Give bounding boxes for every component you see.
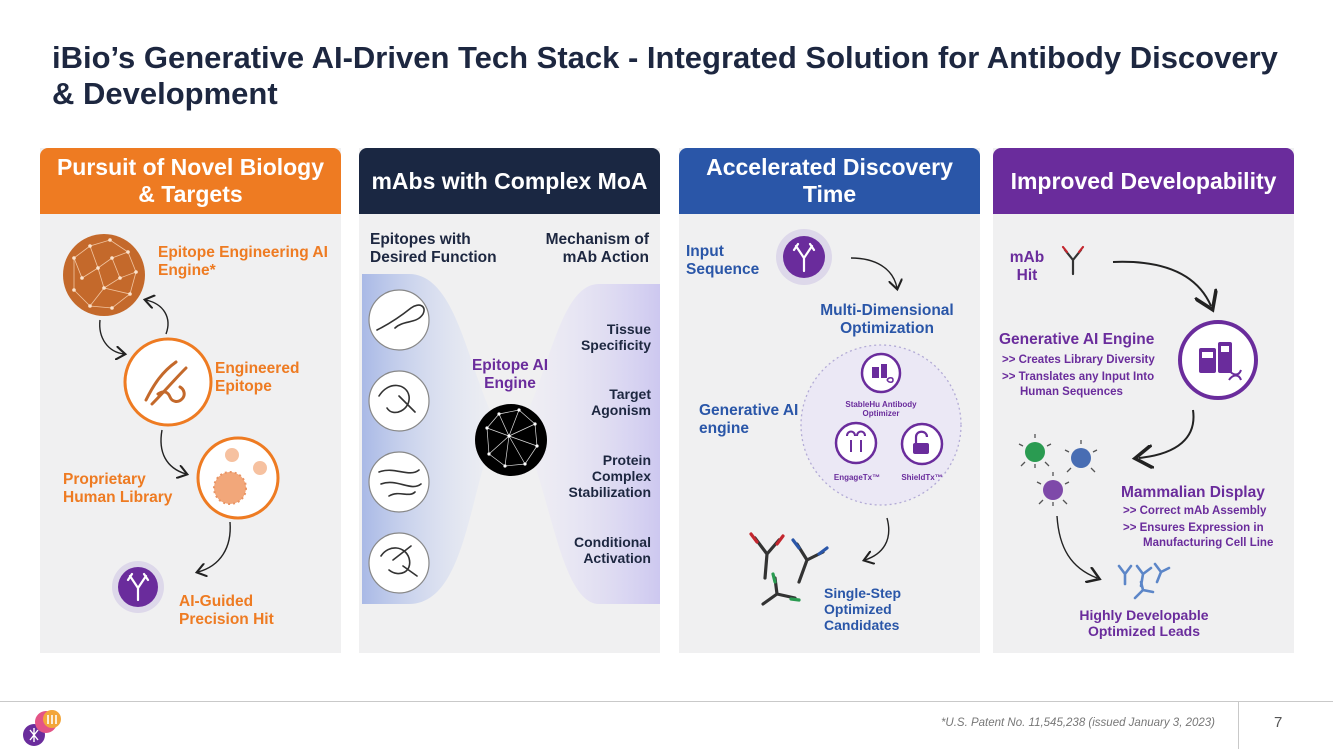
column-header: Accelerated Discovery Time: [679, 148, 980, 214]
epitope-engine-label: Epitope Engineering AI Engine*: [158, 244, 328, 279]
gen-bullet-2: >> Translates any Input Into Human Seque…: [1002, 371, 1155, 398]
action-target-agonism: Target Agonism: [591, 386, 651, 418]
page-title: iBio’s Generative AI-Driven Tech Stack -…: [52, 40, 1278, 111]
epitope-structure-1-icon: [368, 289, 430, 351]
patent-footnote: *U.S. Patent No. 11,545,238 (issued Janu…: [940, 717, 1215, 729]
gen-engine-title: Generative AI Engine: [999, 331, 1155, 348]
engagetx-label: EngageTx™: [833, 473, 881, 482]
mab-hit-label: mAb Hit: [1009, 249, 1045, 284]
page-number: 7: [1274, 714, 1283, 731]
antibody-group-icon: [749, 532, 829, 606]
display-title: Mammalian Display: [1121, 484, 1265, 501]
mab-hit-icon: [1061, 245, 1085, 276]
epitopes-desired-label: Epitopes with Desired Function: [370, 231, 497, 266]
action-conditional-activation: Conditional Activation: [574, 534, 651, 566]
action-tissue-specificity: Tissue Specificity: [580, 321, 651, 353]
engagetx-icon: [834, 421, 878, 465]
column-developability: Improved Developability: [993, 148, 1294, 653]
epitope-structure-4-icon: [368, 532, 430, 594]
column-complex-moa: mAbs with Complex MoA: [359, 148, 660, 653]
epitope-structure-icon: [123, 337, 213, 427]
discovery-flow-graphic: [749, 229, 962, 606]
action-protein-complex: Protein Complex Stabilization: [568, 452, 651, 500]
epitope-ai-engine-label: Epitope AI Engine: [471, 357, 549, 392]
mechanism-label: Mechanism of mAb Action: [545, 231, 649, 266]
shieldtx-label: ShieldTx™: [901, 473, 943, 482]
footer-divider: [0, 701, 1333, 702]
ibio-logo-icon: [23, 710, 61, 746]
leads-label: Highly Developable Optimized Leads: [1079, 607, 1209, 639]
precision-hit-label: AI-Guided Precision Hit: [179, 593, 274, 628]
epitope-structure-2-icon: [368, 370, 430, 432]
column-novel-biology: Pursuit of Novel Biology & Targets: [40, 148, 341, 653]
footer-divider-vertical: [1238, 701, 1239, 749]
engineered-epitope-label: Engineered Epitope: [215, 360, 300, 395]
gen-ai-engine-label: Generative AI engine: [699, 402, 799, 437]
moa-funnel-graphic: [362, 274, 660, 604]
human-library-label: Proprietary Human Library: [63, 471, 173, 506]
optimized-leads-icon: [1117, 562, 1171, 600]
column-discovery-time: Accelerated Discovery Time: [679, 148, 980, 653]
display-bullet-1: >> Correct mAb Assembly: [1123, 505, 1267, 517]
single-step-label: Single-Step Optimized Candidates: [824, 585, 902, 633]
epitope-structure-3-icon: [368, 451, 430, 513]
display-bullet-2: >> Ensures Expression in Manufacturing C…: [1123, 522, 1274, 549]
column-header: Improved Developability: [993, 148, 1294, 214]
developability-flow-graphic: [1018, 245, 1258, 600]
column-header: mAbs with Complex MoA: [359, 148, 660, 214]
network-sphere-icon: [63, 234, 145, 316]
novel-biology-flow-graphic: [63, 234, 280, 613]
input-sequence-label: Input Sequence: [686, 243, 760, 278]
column-header: Pursuit of Novel Biology & Targets: [40, 148, 341, 214]
multi-dim-label: Multi-Dimensional Optimization: [820, 302, 954, 337]
gen-bullet-1: >> Creates Library Diversity: [1002, 354, 1155, 366]
stablehu-label: StableHu Antibody Optimizer: [845, 400, 917, 418]
mammalian-cells-icon: [1018, 434, 1098, 506]
